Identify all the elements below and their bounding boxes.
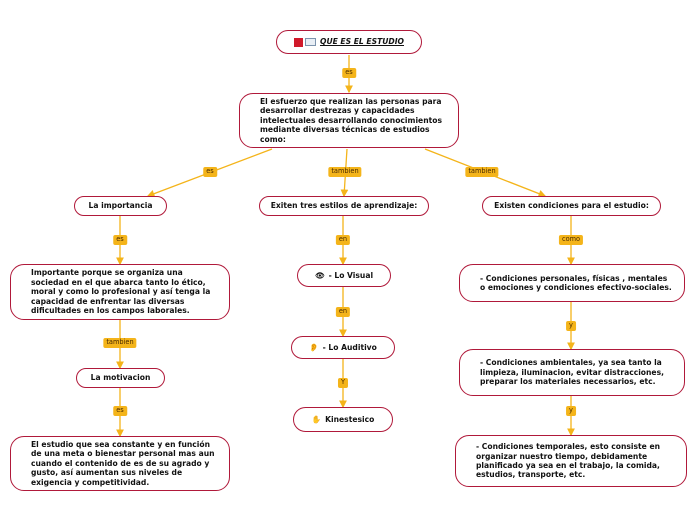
link-label-personales-ambientales: y (566, 321, 576, 331)
motivacion-text-node[interactable]: El estudio que sea constante y en funció… (10, 436, 230, 491)
root-node[interactable]: QUE ES EL ESTUDIO (276, 30, 422, 54)
condiciones-label: Existen condiciones para el estudio: (494, 201, 649, 211)
link-label-auditivo-kinestesico: Y (337, 378, 349, 388)
hand-icon: ✋ (311, 414, 322, 424)
link-label-definition-estilos: tambien (328, 167, 362, 177)
cond-personales-node[interactable]: - Condiciones personales, físicas , ment… (459, 264, 685, 302)
kinestesico-label: Kinestesico (325, 414, 375, 424)
definition-text: El esfuerzo que realizan las personas pa… (260, 96, 442, 144)
link-label-condiciones-personales: como (558, 235, 584, 245)
auditivo-node[interactable]: 👂 - Lo Auditivo (291, 336, 395, 359)
link-label-visual-auditivo: en (335, 307, 351, 317)
cond-temporales-text: - Condiciones temporales, esto consiste … (476, 442, 660, 480)
importancia-node[interactable]: La importancia (74, 196, 167, 216)
motivacion-node[interactable]: La motivacion (76, 368, 165, 388)
cond-ambientales-node[interactable]: - Condiciones ambientales, ya sea tanto … (459, 349, 685, 396)
link-label-estilos-visual: en (335, 235, 351, 245)
link-label-definition-condiciones: tambien (465, 167, 499, 177)
estilos-label: Exiten tres estilos de aprendizaje: (270, 201, 418, 211)
link-label-definition-importancia: es (203, 167, 217, 177)
link-label-importancia-text: es (113, 235, 127, 245)
motivacion-label: La motivacion (90, 373, 151, 383)
link-label-ambientales-temporales: y (566, 406, 576, 416)
auditivo-label: - Lo Auditivo (322, 342, 377, 352)
open-book-icon (304, 38, 316, 46)
red-book-icon (293, 37, 303, 47)
cond-ambientales-text: - Condiciones ambientales, ya sea tanto … (480, 358, 664, 387)
estilos-node[interactable]: Exiten tres estilos de aprendizaje: (259, 196, 429, 216)
definition-node[interactable]: El esfuerzo que realizan las personas pa… (239, 93, 459, 148)
importancia-text-node[interactable]: Importante porque se organiza una socied… (10, 264, 230, 320)
ear-icon: 👂 (309, 342, 319, 352)
eye-icon: 👁 (314, 270, 325, 280)
importancia-label: La importancia (88, 201, 153, 211)
cond-temporales-node[interactable]: - Condiciones temporales, esto consiste … (455, 435, 687, 487)
cond-personales-text: - Condiciones personales, físicas , ment… (480, 273, 672, 292)
link-label-motivacion-text: es (113, 406, 127, 416)
condiciones-node[interactable]: Existen condiciones para el estudio: (482, 196, 661, 216)
kinestesico-node[interactable]: ✋ Kinestesico (293, 407, 393, 432)
root-title: QUE ES EL ESTUDIO (319, 37, 404, 47)
visual-node[interactable]: 👁 - Lo Visual (297, 264, 391, 287)
motivacion-description: El estudio que sea constante y en funció… (31, 439, 215, 487)
visual-label: - Lo Visual (328, 270, 374, 280)
importancia-description: Importante porque se organiza una socied… (31, 268, 211, 316)
link-label-importancia-motivacion: tambien (103, 338, 137, 348)
link-label-root-definition: es (342, 68, 356, 78)
